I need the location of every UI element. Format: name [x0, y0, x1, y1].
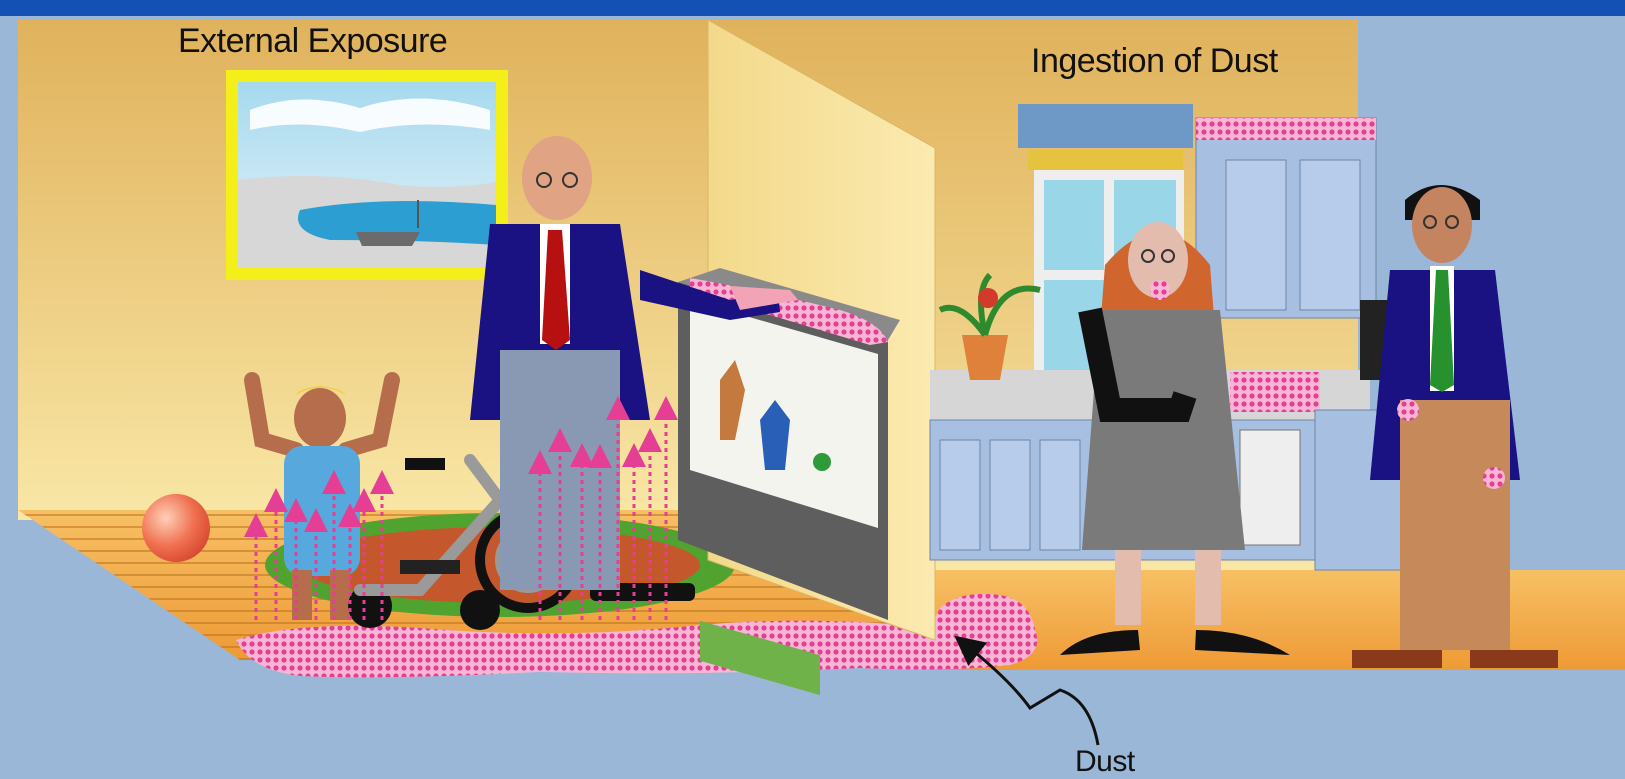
header-bar: [0, 0, 1625, 16]
ingestion-of-dust-label: Ingestion of Dust: [1031, 42, 1278, 81]
painting: [226, 70, 508, 280]
ball: [142, 494, 210, 562]
external-exposure-label: External Exposure: [178, 22, 447, 61]
dust-label: Dust: [1075, 745, 1135, 779]
